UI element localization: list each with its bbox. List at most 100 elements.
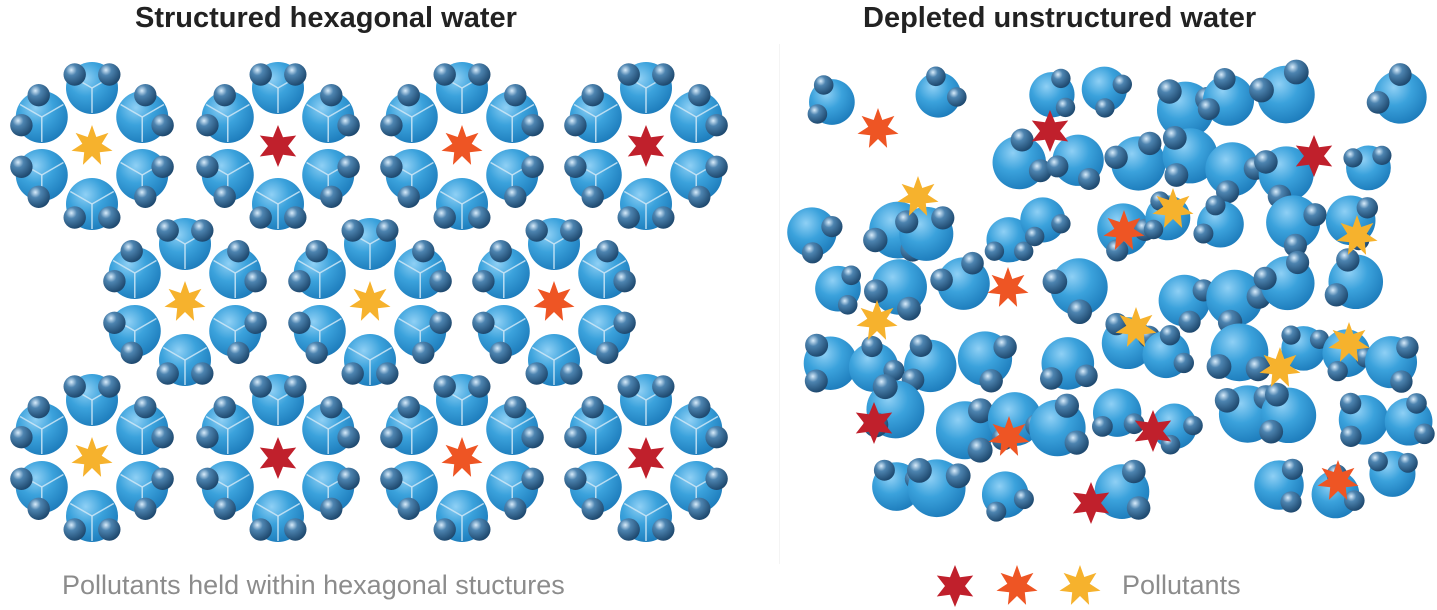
water-molecule-icon (433, 178, 491, 230)
water-molecule-icon (525, 218, 583, 270)
water-molecule-icon (1368, 450, 1418, 497)
water-molecule-icon (564, 396, 622, 455)
unstructured-water-panel (787, 59, 1435, 524)
water-molecule-icon (525, 334, 583, 386)
star-icon (441, 437, 483, 477)
water-molecule-icon (1029, 68, 1076, 118)
water-molecule-icon (302, 149, 360, 208)
water-molecule-icon (380, 84, 438, 143)
star-icon (1259, 347, 1301, 387)
water-molecule-icon (196, 84, 254, 143)
water-molecule-icon (486, 396, 544, 455)
hexagonal-ring (196, 62, 360, 230)
water-molecule-icon (1253, 250, 1315, 311)
water-molecule-icon (433, 374, 491, 426)
water-molecule-icon (472, 240, 530, 299)
water-molecule-icon (209, 240, 267, 299)
water-molecule-icon (1205, 142, 1267, 204)
water-molecule-icon (209, 305, 267, 364)
water-molecule-icon (1046, 134, 1104, 190)
water-molecule-icon (1206, 269, 1272, 335)
water-molecule-icon (380, 396, 438, 455)
unstructured-water-title: Depleted unstructured water (863, 2, 1257, 34)
water-molecule-icon (486, 149, 544, 208)
star-icon (1072, 482, 1110, 524)
water-molecule-icon (63, 62, 121, 114)
water-molecule-icon (787, 207, 843, 264)
water-molecule-icon (578, 240, 636, 299)
water-molecule-icon (617, 490, 675, 542)
water-molecule-icon (935, 398, 994, 463)
star-icon (1328, 322, 1370, 362)
star-icon (1336, 215, 1378, 255)
water-molecule-icon (803, 333, 858, 393)
star-icon (1059, 565, 1101, 605)
water-molecule-icon (670, 149, 728, 208)
star-icon (857, 108, 899, 148)
water-molecule-icon (564, 84, 622, 143)
hexagonal-ring (10, 62, 174, 230)
water-molecule-icon (1042, 258, 1108, 325)
star-icon (441, 125, 483, 165)
water-molecule-icon (1142, 325, 1195, 379)
star-icon (1295, 135, 1333, 177)
water-molecule-icon (249, 62, 307, 114)
hexagonal-ring (380, 62, 544, 230)
water-molecule-icon (1197, 68, 1255, 126)
pollutant-legend (936, 565, 1101, 607)
structured-water-title: Structured hexagonal water (135, 2, 517, 34)
water-molecule-icon (1158, 274, 1215, 333)
water-molecule-icon (472, 305, 530, 364)
water-molecule-icon (1365, 336, 1419, 393)
star-icon (987, 267, 1029, 307)
star-icon (349, 281, 391, 321)
water-molecule-icon (196, 396, 254, 455)
water-molecule-icon (380, 149, 438, 208)
water-molecule-icon (302, 84, 360, 143)
star-icon (936, 565, 974, 607)
water-molecule-icon (196, 149, 254, 208)
water-molecule-icon (617, 62, 675, 114)
water-molecule-icon (1104, 131, 1166, 191)
water-molecule-icon (1081, 66, 1133, 118)
water-molecule-icon (1254, 458, 1304, 513)
hexagonal-ring (10, 374, 174, 542)
water-molecule-icon (10, 461, 68, 520)
hexagonal-ring (288, 218, 452, 386)
water-molecule-icon (807, 75, 855, 125)
water-molecule-icon (116, 149, 174, 208)
water-molecule-icon (433, 490, 491, 542)
water-molecule-icon (1343, 145, 1392, 191)
water-molecule-icon (156, 334, 214, 386)
water-molecule-icon (895, 206, 955, 261)
hexagonal-ring (380, 374, 544, 542)
water-molecule-icon (394, 240, 452, 299)
star-icon (1134, 410, 1172, 452)
water-molecule-icon (815, 265, 861, 315)
water-molecule-icon (564, 149, 622, 208)
star-icon (164, 281, 206, 321)
water-molecule-icon (1094, 459, 1151, 520)
star-icon (1103, 210, 1145, 250)
water-molecule-icon (564, 461, 622, 520)
star-icon (988, 416, 1030, 456)
water-molecule-icon (1366, 63, 1427, 124)
water-molecule-icon (617, 178, 675, 230)
water-molecule-icon (1259, 382, 1317, 444)
water-molecule-icon (1384, 393, 1435, 446)
water-molecule-icon (1029, 393, 1089, 457)
water-molecule-icon (288, 305, 346, 364)
water-molecule-icon (670, 396, 728, 455)
water-molecule-icon (302, 461, 360, 520)
water-molecule-icon (103, 305, 161, 364)
water-molecule-icon (1162, 125, 1218, 187)
water-molecule-icon (1324, 248, 1384, 310)
star-icon (1031, 110, 1069, 152)
water-molecule-icon (864, 259, 927, 321)
water-molecule-icon (981, 471, 1034, 522)
star-icon (627, 125, 665, 167)
star-icon (259, 125, 297, 167)
water-molecule-icon (249, 374, 307, 426)
water-molecule-icon (670, 461, 728, 520)
star-icon (71, 437, 113, 477)
